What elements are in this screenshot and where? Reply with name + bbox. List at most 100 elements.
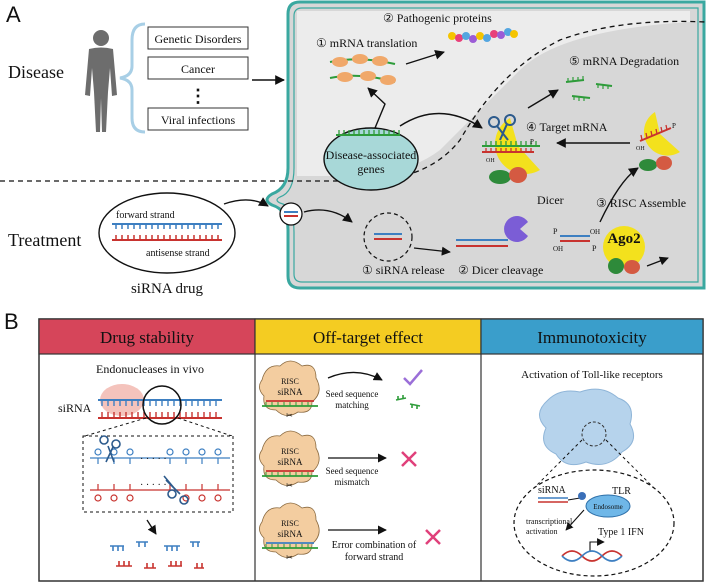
ifn-label: Type 1 IFN	[598, 527, 644, 538]
antisense-strand-label: antisense strand	[146, 248, 210, 259]
svg-text:OH: OH	[590, 228, 600, 236]
risc-label-3: RISC	[281, 519, 299, 528]
header-off-target	[254, 318, 482, 355]
pathogenic-proteins	[448, 28, 518, 43]
header-off-target-label: Off-target effect	[313, 328, 423, 347]
arrow-to-risc	[599, 167, 639, 223]
step-dicer-cleavage: ② Dicer cleavage	[458, 263, 543, 277]
sirna-duplex-icon	[112, 223, 222, 241]
zoom-box	[82, 435, 234, 513]
svg-text:P: P	[553, 227, 558, 236]
sirna-label-2: siRNA	[277, 457, 303, 467]
disease-genes-line1: Disease-associated	[326, 148, 417, 162]
panel-b-letter: B	[4, 309, 19, 334]
nucleus	[323, 127, 419, 191]
arrow-degradation	[146, 519, 157, 535]
zoom-line-left	[84, 417, 147, 437]
svg-text:OH: OH	[486, 158, 495, 164]
arrow-vesicle	[303, 209, 353, 223]
sirna-label-1: siRNA	[277, 387, 303, 397]
svg-text:P: P	[592, 244, 597, 253]
tlr-stalk	[567, 497, 581, 501]
step-sirna-release: ① siRNA release	[362, 263, 445, 277]
arrow-to-proteins	[405, 49, 445, 65]
header-immunotoxicity	[480, 318, 704, 355]
header-drug-stability	[38, 318, 256, 355]
case2-line1: Seed sequence	[326, 466, 379, 476]
step-pathogenic-proteins: ② Pathogenic proteins	[383, 11, 492, 25]
condition-viral: Viral infections	[161, 113, 236, 127]
nuclease-scissors-icon	[99, 435, 189, 505]
offtarget-case-3: RISC siRNA ✂	[259, 502, 320, 562]
risc-complex: OH P	[636, 112, 680, 171]
condition-ellipsis: ⋮	[189, 86, 207, 106]
arrow-transcription	[565, 509, 585, 531]
case3-line1: Error combination of	[332, 540, 417, 551]
stability-sirna-duplex	[98, 399, 222, 419]
forward-strand-label: forward strand	[116, 210, 175, 221]
cell-zoom-circle	[581, 421, 607, 447]
sirna-label-3: siRNA	[277, 529, 303, 539]
degraded-mrna	[565, 76, 613, 101]
endocytic-vesicle	[279, 202, 303, 226]
treatment-label: Treatment	[8, 230, 81, 250]
step-target-mrna: ④ Target mRNA	[526, 120, 608, 134]
scissors-icon	[488, 114, 516, 141]
cleaved-sirna: P OH OH P	[553, 227, 600, 253]
ago2-label: Ago2	[607, 231, 640, 247]
svg-text:OH: OH	[636, 146, 645, 152]
immune-cell	[539, 388, 635, 466]
risc-target-complex: OH P	[482, 118, 540, 184]
brace	[119, 22, 146, 134]
arrow-to-translation	[367, 87, 386, 129]
svg-text:· · · · ·: · · · · ·	[140, 454, 167, 465]
endosome-zoom	[513, 469, 675, 577]
tlr-label: TLR	[612, 486, 631, 497]
cross-icon-1	[401, 451, 417, 467]
disease-label: Disease	[8, 62, 64, 82]
cell-zoom-line-left	[527, 439, 583, 495]
transcriptional-line2: activation	[526, 527, 558, 536]
ribosome-translation	[329, 54, 396, 85]
offtarget-case-2: RISC siRNA ✂	[259, 430, 320, 490]
sirna-drug: forward strand antisense strand siRNA dr…	[98, 192, 236, 297]
arrow-release-to-dicer	[413, 246, 451, 256]
dicer-icon	[504, 216, 528, 243]
condition-genetic: Genetic Disorders	[155, 32, 242, 46]
header-drug-stability-label: Drug stability	[100, 328, 194, 347]
transcriptional-line1: transcriptional	[526, 517, 573, 526]
stability-sirna-label: siRNA	[58, 401, 92, 415]
dicer-label: Dicer	[537, 193, 564, 207]
panel-a-letter: A	[6, 2, 21, 27]
arrow-ago2	[646, 256, 669, 267]
immuno-sirna-label: siRNA	[538, 485, 567, 496]
degraded-sirna-fragments	[110, 541, 204, 569]
zoom-circle	[142, 385, 182, 425]
dashed-boundary	[369, 20, 707, 182]
endosome-icon	[585, 494, 631, 518]
endosome-label: Endosome	[593, 503, 623, 511]
offtarget-case-1: RISC siRNA ✂	[259, 360, 320, 420]
case3-line2: forward strand	[345, 552, 404, 563]
risc-label-2: RISC	[281, 447, 299, 456]
case1-line2: matching	[335, 400, 369, 410]
svg-text:P: P	[672, 122, 676, 130]
arrow-genes-to-risc	[399, 112, 483, 129]
cell-zoom-line-right	[605, 439, 661, 495]
endonucleases-title: Endonucleases in vivo	[96, 362, 204, 376]
svg-text:P: P	[530, 138, 534, 146]
ago2-protein	[603, 226, 645, 274]
header-immunotoxicity-label: Immunotoxicity	[537, 328, 647, 347]
svg-text:✂: ✂	[286, 553, 293, 562]
disease-genes-line2: genes	[357, 162, 385, 176]
cross-icon-2	[425, 529, 441, 545]
sirna-release-vesicle	[363, 212, 413, 262]
step-risc-assemble: ③ RISC Assemble	[596, 196, 686, 210]
risc-label-1: RISC	[281, 377, 299, 386]
step-mrna-degradation: ⑤ mRNA Degradation	[569, 54, 679, 68]
tlr-title: Activation of Toll-like receptors	[521, 369, 663, 381]
cleaved-target-icon	[395, 395, 421, 409]
check-icon	[403, 369, 423, 386]
arrow-drug-to-cell	[223, 197, 269, 207]
